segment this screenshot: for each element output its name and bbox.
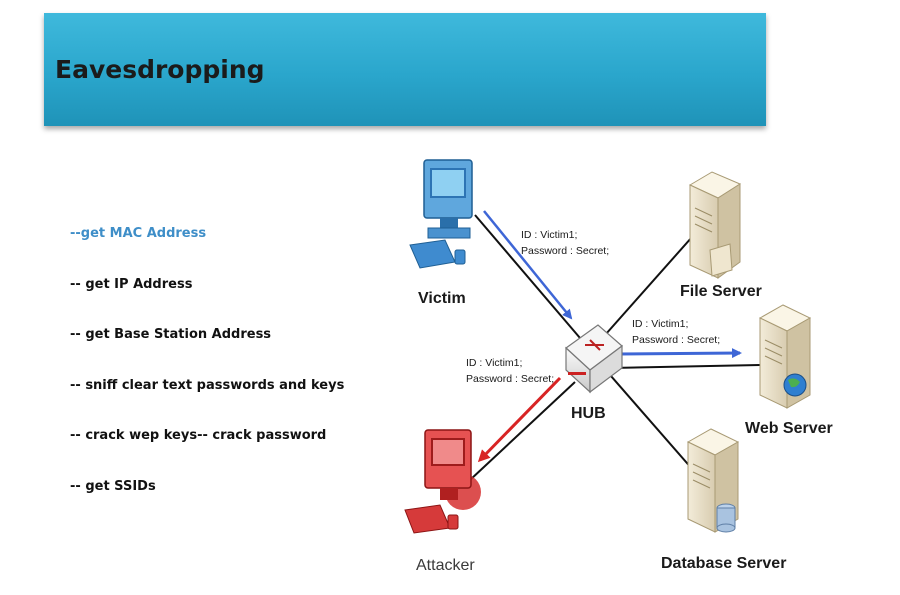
bullet-item: -- crack wep keys-- crack password [70, 428, 327, 443]
victim-message-password: Password : Secret; [521, 245, 609, 257]
bullet-item: -- get IP Address [70, 276, 193, 292]
link-hub-attacker [469, 381, 576, 481]
web-message-id: ID : Victim1; [632, 318, 688, 330]
database-server-label: Database Server [661, 555, 786, 572]
link-hub-web-server [609, 364, 761, 369]
bullet-item: -- sniff clear text passwords and keys [70, 377, 345, 393]
victim-computer-icon [409, 159, 473, 269]
hub-to-web-arrow [617, 348, 742, 359]
file-server-icon [688, 171, 742, 279]
web-message-password: Password : Secret; [632, 334, 720, 346]
database-server-icon [686, 428, 740, 533]
bullet-item: -- get Base Station Address [70, 327, 272, 342]
web-server-label: Web Server [745, 420, 833, 437]
hub-label: HUB [571, 405, 606, 422]
attacker-label: Attacker [416, 557, 475, 574]
bullet-item: --get MAC Address [70, 226, 207, 241]
victim-label: Victim [418, 290, 466, 307]
bullet-item: -- get SSIDs [70, 478, 156, 494]
hub-device-icon [565, 324, 623, 394]
victim-message-id: ID : Victim1; [521, 229, 577, 241]
link-hub-file-server [589, 227, 701, 353]
title-banner: Eavesdropping [44, 13, 766, 126]
file-server-label: File Server [680, 283, 762, 300]
attacker-message-password: Password : Secret; [466, 373, 554, 385]
attacker-computer-icon [404, 429, 481, 534]
slide-title: Eavesdropping [55, 55, 265, 84]
attacker-message-id: ID : Victim1; [466, 357, 522, 369]
bullet-list: --get MAC Address -- get IP Address -- g… [70, 226, 344, 529]
victim-to-hub-arrow [483, 210, 573, 320]
web-server-icon [758, 304, 812, 409]
hub-to-attacker-arrow [477, 376, 562, 463]
